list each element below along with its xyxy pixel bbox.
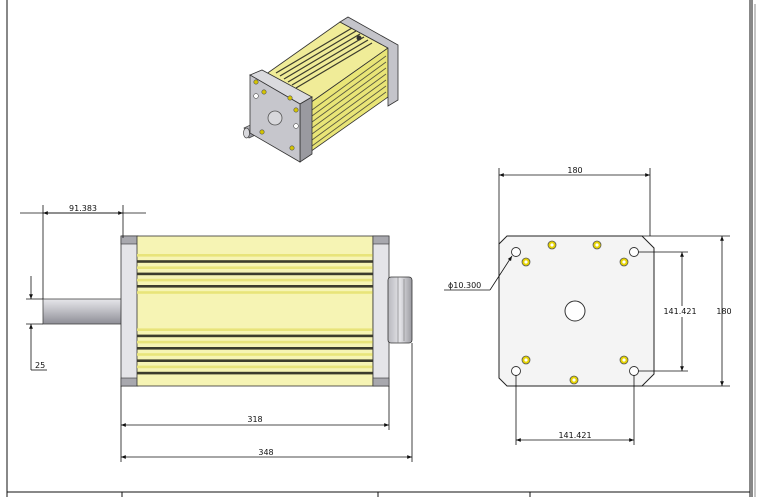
fin-band	[137, 353, 373, 356]
dim-shaft-extension: 91.383	[69, 204, 97, 213]
fin-band	[137, 371, 373, 375]
svg-text:ϕ10.300: ϕ10.300	[448, 281, 481, 290]
front-view-flange	[498, 235, 655, 387]
fin-band	[137, 347, 373, 350]
fin-band	[137, 254, 373, 257]
fin-band	[137, 278, 373, 282]
fin-band	[137, 285, 373, 288]
dim-shaft-step: 25	[35, 361, 45, 370]
diameter-symbol: ϕ	[448, 281, 453, 290]
cooling-fins	[137, 254, 373, 375]
side-view-dimensions: 91.383 25 318 348	[20, 204, 413, 462]
dim-total-length: 348	[258, 448, 273, 457]
dim-flange-height: 180	[716, 307, 731, 316]
fin-band	[137, 260, 373, 263]
fin-band	[137, 266, 373, 269]
isometric-motor-view	[243, 16, 399, 163]
fin-band	[137, 291, 373, 294]
fin-band	[137, 340, 373, 344]
fin-band	[137, 334, 373, 338]
fin-band	[137, 359, 373, 362]
threaded-holes	[521, 240, 629, 385]
shaft-center-circle	[564, 300, 586, 322]
fin-band	[137, 365, 373, 369]
dim-hole-spacing-vertical: 141.421	[663, 307, 696, 316]
dim-hole-diameter: 10.300	[453, 281, 481, 290]
dim-hole-spacing-horizontal: 141.421	[558, 431, 591, 440]
dim-flange-width: 180	[567, 166, 582, 175]
dim-body-length: 318	[247, 415, 262, 424]
front-view-dimensions: 180 180 141.421 141.421 ϕ10.300	[444, 166, 732, 445]
fin-band	[137, 328, 373, 331]
fin-band	[137, 272, 373, 276]
side-view-motor	[42, 235, 413, 387]
